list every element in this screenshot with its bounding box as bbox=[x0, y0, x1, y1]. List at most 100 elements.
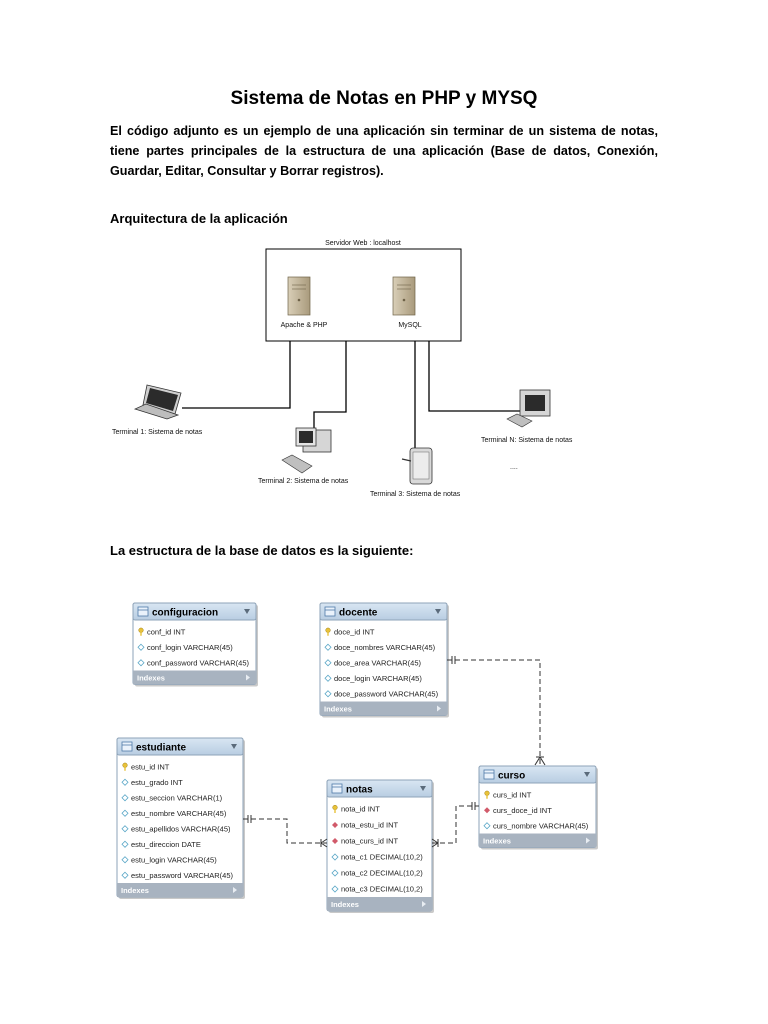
table-header bbox=[478, 765, 597, 784]
table-docente: docente doce_id INT doce_nombres VARCHAR(4… bbox=[319, 602, 449, 718]
indexes-bar bbox=[133, 670, 256, 685]
indexes-label: Indexes bbox=[483, 837, 511, 846]
column-row: estu_direccion DATE bbox=[131, 840, 201, 849]
table-configuracion: configuracion conf_id INT conf_login VARCH… bbox=[132, 602, 258, 687]
apache-label: Apache & PHP bbox=[281, 322, 328, 329]
table-icon bbox=[331, 783, 343, 794]
column-row: estu_grado INT bbox=[131, 778, 183, 787]
column-icon bbox=[121, 794, 129, 802]
table-name: configuracion bbox=[152, 608, 218, 619]
column-row: nota_curs_id INT bbox=[341, 837, 399, 846]
ellipsis-label: .... bbox=[510, 464, 518, 471]
column-row: nota_c1 DECIMAL(10,2) bbox=[341, 853, 423, 862]
column-row: estu_nombre VARCHAR(45) bbox=[131, 809, 227, 818]
expand-arrow-icon bbox=[586, 837, 590, 844]
table-name: notas bbox=[346, 785, 373, 796]
column-icon bbox=[137, 659, 145, 667]
column-row: curs_id INT bbox=[493, 790, 532, 799]
table-header bbox=[116, 737, 244, 756]
table-header bbox=[319, 602, 448, 621]
column-row: nota_estu_id INT bbox=[341, 821, 399, 830]
column-icon bbox=[121, 778, 129, 786]
column-icon bbox=[137, 643, 145, 651]
terminal-1-label: Terminal 1: Sistema de notas bbox=[112, 429, 203, 436]
column-icon bbox=[483, 822, 491, 830]
chevron-down-icon bbox=[584, 772, 590, 777]
column-icon bbox=[121, 809, 129, 817]
column-row: nota_id INT bbox=[341, 805, 380, 814]
table-name: docente bbox=[339, 608, 378, 619]
chevron-down-icon bbox=[420, 786, 426, 791]
column-row: estu_apellidos VARCHAR(45) bbox=[131, 824, 231, 833]
table-estudiante: estudiante estu_id INT estu_grado INT estu_… bbox=[116, 737, 245, 899]
document-title: Sistema de Notas en PHP y MYSQ bbox=[230, 88, 538, 109]
indexes-label: Indexes bbox=[137, 674, 165, 683]
column-row: curs_nombre VARCHAR(45) bbox=[493, 821, 589, 830]
column-row: doce_password VARCHAR(45) bbox=[334, 689, 439, 698]
desktop-computer-icon bbox=[281, 427, 332, 474]
terminal-3-label: Terminal 3: Sistema de notas bbox=[370, 491, 461, 498]
table-icon bbox=[137, 606, 149, 617]
foreign-key-icon bbox=[484, 807, 490, 814]
column-row: estu_password VARCHAR(45) bbox=[131, 871, 233, 880]
indexes-bar bbox=[327, 897, 432, 911]
expand-arrow-icon bbox=[233, 887, 237, 893]
foreign-key-icon bbox=[332, 822, 338, 828]
column-row: estu_seccion VARCHAR(1) bbox=[131, 793, 223, 802]
column-row: doce_id INT bbox=[334, 627, 375, 636]
column-icon bbox=[324, 674, 332, 682]
column-icon bbox=[121, 840, 129, 848]
section-heading-database: La estructura de la base de datos es la … bbox=[110, 543, 414, 558]
laptop-icon bbox=[133, 384, 182, 420]
mysql-label: MySQL bbox=[398, 322, 421, 329]
column-row: nota_c2 DECIMAL(10,2) bbox=[341, 869, 423, 878]
monitor-icon bbox=[506, 389, 551, 428]
table-icon bbox=[324, 606, 336, 617]
column-row: conf_login VARCHAR(45) bbox=[147, 643, 233, 652]
column-icon bbox=[331, 885, 339, 893]
terminal-2-label: Terminal 2: Sistema de notas bbox=[258, 478, 349, 485]
column-icon bbox=[324, 690, 332, 698]
foreign-key-icon bbox=[332, 838, 338, 844]
column-row: nota_c3 DECIMAL(10,2) bbox=[341, 885, 423, 894]
intro-paragraph: El código adjunto es un ejemplo de una a… bbox=[110, 124, 658, 178]
tablet-icon bbox=[401, 447, 433, 485]
indexes-bar bbox=[320, 701, 447, 716]
table-header bbox=[326, 779, 433, 798]
column-icon bbox=[331, 853, 339, 861]
expand-arrow-icon bbox=[246, 674, 250, 681]
database-diagram: configuracion conf_id INT conf_login VARCH… bbox=[116, 602, 598, 913]
table-name: estudiante bbox=[136, 743, 186, 754]
expand-arrow-icon bbox=[437, 705, 441, 712]
relationship-lines bbox=[243, 659, 541, 844]
indexes-label: Indexes bbox=[121, 886, 149, 895]
terminal-n-label: Terminal N: Sistema de notas bbox=[481, 437, 573, 444]
column-row: curs_doce_id INT bbox=[493, 806, 552, 815]
section-heading-architecture: Arquitectura de la aplicación bbox=[110, 211, 288, 226]
apache-server-icon bbox=[287, 276, 311, 316]
column-icon bbox=[331, 869, 339, 877]
web-server-box bbox=[265, 248, 462, 342]
indexes-label: Indexes bbox=[324, 705, 352, 714]
column-row: doce_nombres VARCHAR(45) bbox=[334, 643, 436, 652]
column-row: doce_login VARCHAR(45) bbox=[334, 674, 422, 683]
column-row: doce_area VARCHAR(45) bbox=[334, 658, 421, 667]
chevron-down-icon bbox=[435, 609, 441, 614]
relationship-markers bbox=[247, 656, 546, 848]
column-row: conf_password VARCHAR(45) bbox=[147, 658, 249, 667]
column-icon bbox=[324, 643, 332, 651]
table-name: curso bbox=[498, 771, 525, 782]
web-server-label: Servidor Web : localhost bbox=[325, 240, 401, 247]
table-icon bbox=[121, 741, 133, 752]
column-row: estu_id INT bbox=[131, 762, 170, 771]
column-icon bbox=[121, 856, 129, 864]
table-notas: notas nota_id INT nota_estu_id INT nota_cur… bbox=[326, 779, 434, 913]
mysql-server-icon bbox=[392, 276, 416, 316]
column-icon bbox=[324, 659, 332, 667]
column-row: estu_login VARCHAR(45) bbox=[131, 855, 217, 864]
chevron-down-icon bbox=[244, 609, 250, 614]
indexes-bar bbox=[117, 883, 243, 897]
column-row: conf_id INT bbox=[147, 627, 186, 636]
column-icon bbox=[121, 871, 129, 879]
